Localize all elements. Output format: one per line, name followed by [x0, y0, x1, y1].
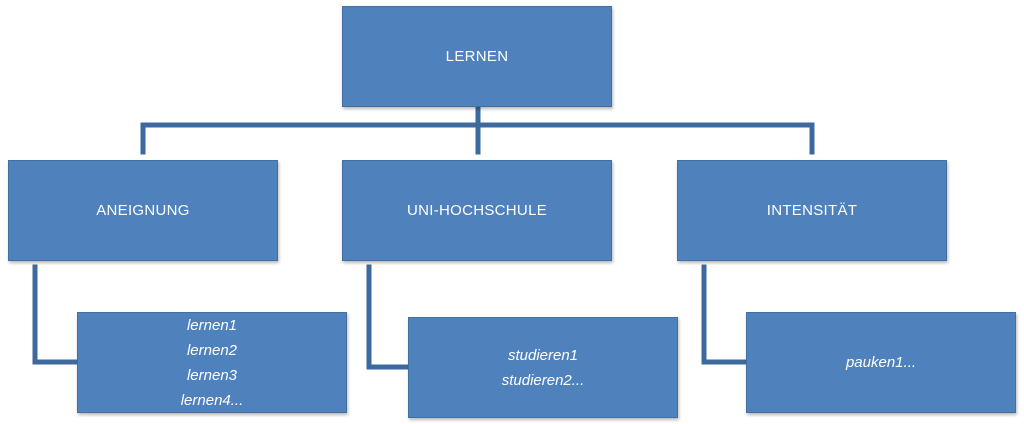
detail-item: lernen2: [186, 341, 238, 359]
detail-item: studieren1: [507, 346, 579, 364]
detail-node-aneignung: lernen1 lernen2 lernen3 lernen4...: [77, 312, 347, 413]
detail-item: lernen3: [186, 366, 238, 384]
root-node-lernen: LERNEN: [342, 6, 612, 107]
detail-item: pauken1...: [845, 354, 917, 371]
detail-item: lernen1: [186, 316, 238, 334]
category-label-aneignung: ANEIGNUNG: [96, 202, 190, 219]
detail-item: lernen4...: [180, 391, 244, 409]
elbow-line-aneignung: [32, 264, 80, 365]
category-label-intensitaet: INTENSITÄT: [766, 202, 858, 219]
detail-node-uni-hochschule: studieren1 studieren2...: [408, 317, 678, 418]
detail-node-intensitaet: pauken1...: [746, 312, 1016, 413]
elbow-line-intensitaet: [701, 264, 749, 365]
category-node-aneignung: ANEIGNUNG: [8, 160, 278, 261]
category-node-intensitaet: INTENSITÄT: [677, 160, 947, 261]
category-node-uni-hochschule: UNI-HOCHSCHULE: [342, 160, 612, 261]
elbow-line-uni-hochschule: [366, 264, 411, 370]
category-label-uni-hochschule: UNI-HOCHSCHULE: [406, 202, 548, 219]
detail-item: studieren2...: [501, 371, 585, 389]
root-node-label: LERNEN: [445, 48, 509, 65]
